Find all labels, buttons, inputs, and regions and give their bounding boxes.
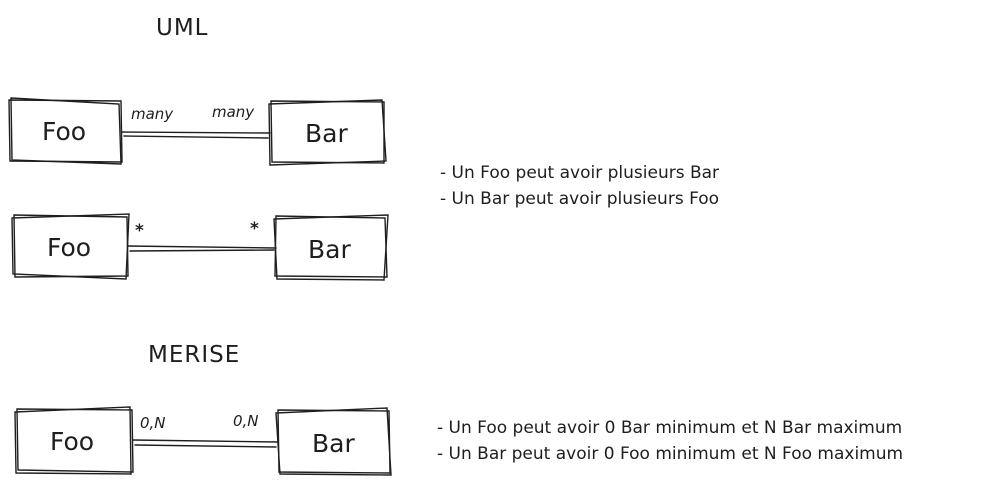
merise-association: Foo Bar 0,N 0,N bbox=[14, 406, 392, 476]
foo-box: Foo bbox=[8, 97, 123, 165]
right-multiplicity: * bbox=[250, 219, 259, 239]
merise-note-2: - Un Bar peut avoir 0 Foo minimum et N F… bbox=[437, 444, 903, 464]
foo-label: Foo bbox=[47, 233, 91, 262]
merise-title: MERISE bbox=[148, 342, 240, 368]
right-multiplicity: 0,N bbox=[233, 412, 259, 430]
association-line bbox=[121, 131, 271, 139]
foo-box: Foo bbox=[14, 406, 134, 475]
bar-box: Bar bbox=[268, 99, 387, 166]
left-multiplicity: 0,N bbox=[140, 414, 166, 432]
bar-label: Bar bbox=[305, 119, 348, 148]
merise-note-1: - Un Foo peut avoir 0 Bar minimum et N B… bbox=[437, 418, 902, 438]
foo-label: Foo bbox=[50, 427, 94, 456]
bar-label: Bar bbox=[308, 235, 351, 264]
uml-note-1: - Un Foo peut avoir plusieurs Bar bbox=[440, 163, 719, 183]
left-multiplicity: many bbox=[131, 105, 174, 123]
right-multiplicity: many bbox=[212, 103, 255, 121]
uml-association-many: Foo Bar many many bbox=[8, 97, 387, 166]
association-line bbox=[127, 245, 277, 252]
association-line bbox=[132, 439, 279, 448]
uml-association-star: Foo Bar * * bbox=[11, 213, 389, 281]
bar-label: Bar bbox=[312, 429, 355, 458]
foo-box: Foo bbox=[11, 213, 130, 280]
uml-note-2: - Un Bar peut avoir plusieurs Foo bbox=[440, 189, 719, 209]
bar-box: Bar bbox=[273, 214, 389, 281]
bar-box: Bar bbox=[275, 407, 392, 476]
uml-title: UML bbox=[156, 15, 209, 41]
left-multiplicity: * bbox=[135, 221, 144, 241]
foo-label: Foo bbox=[42, 117, 86, 146]
